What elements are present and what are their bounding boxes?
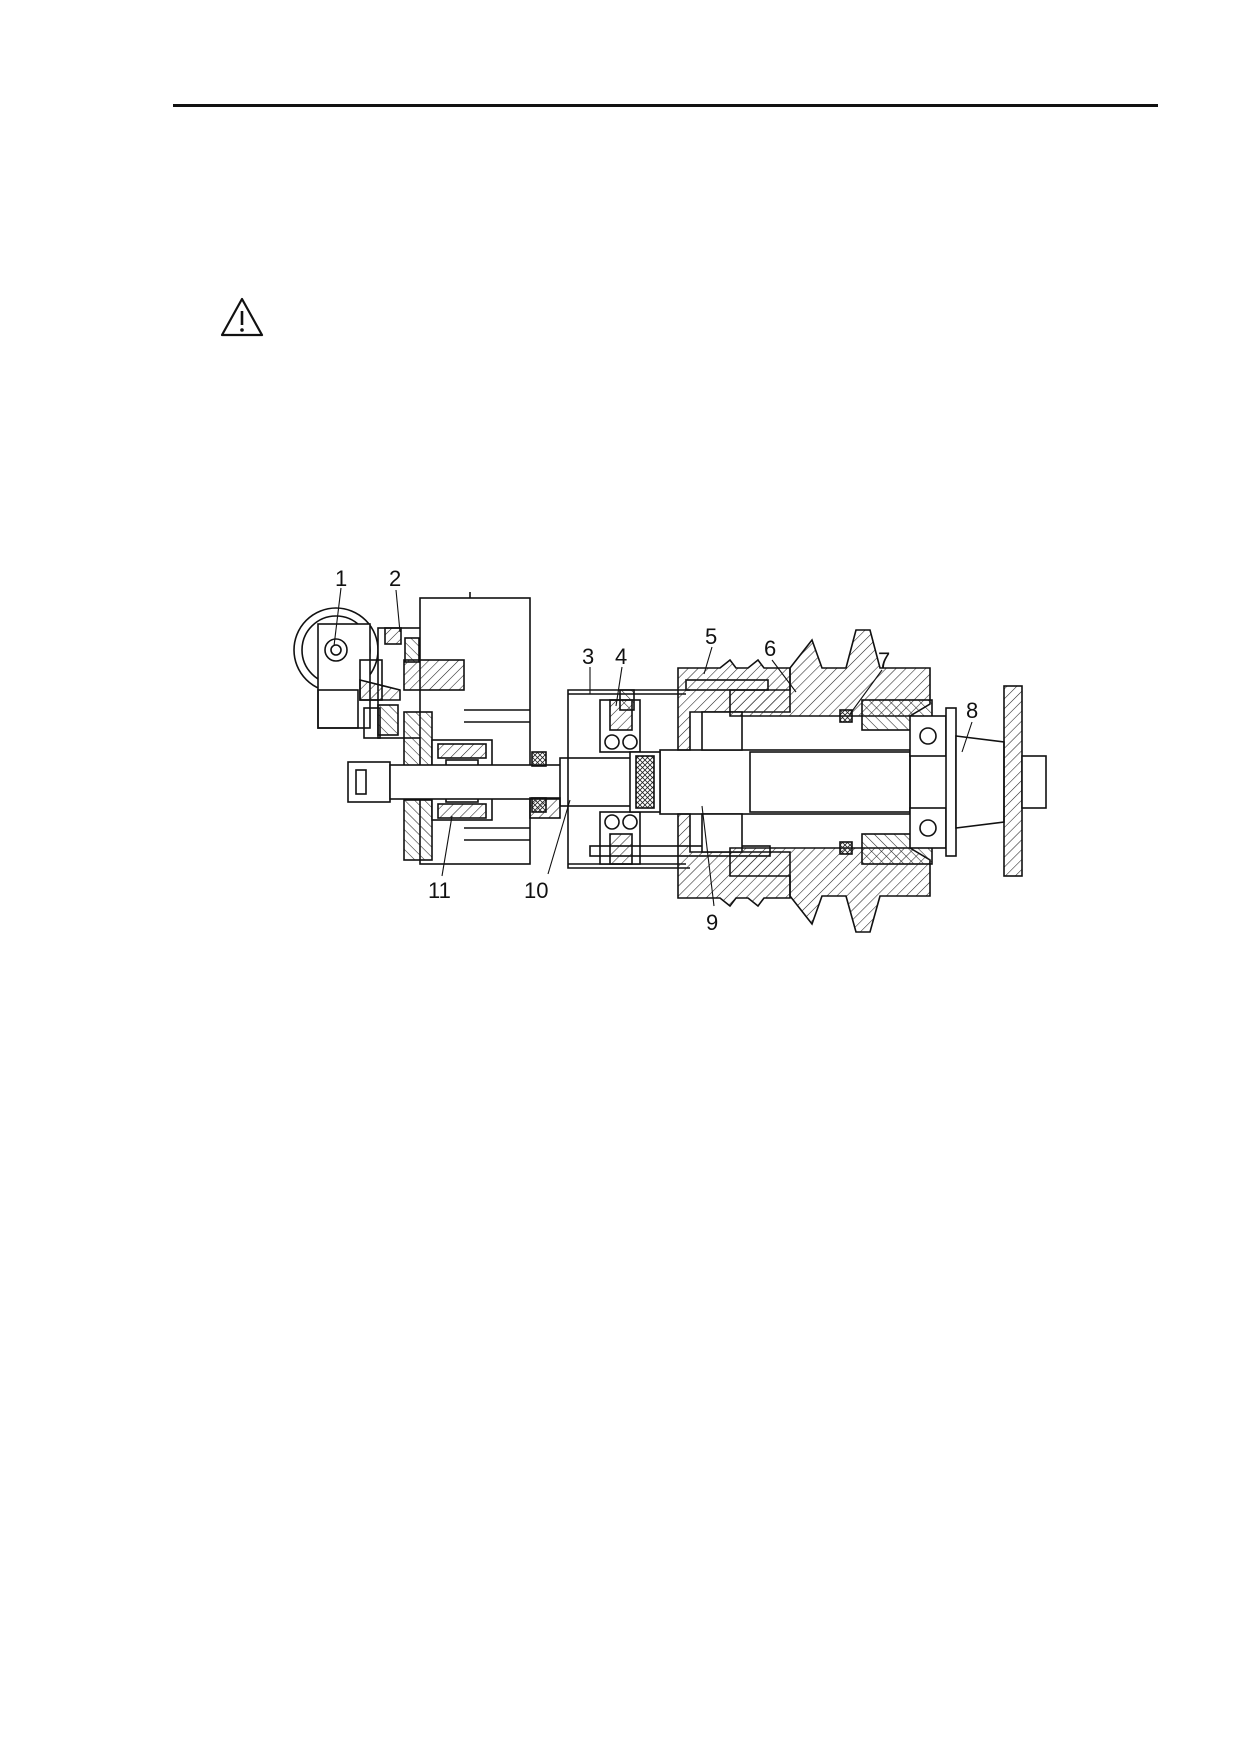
callout-4: 4 [615, 644, 627, 669]
callout-1: 1 [335, 566, 347, 591]
main-shaft-part [389, 749, 911, 815]
double-pulley-part [729, 629, 933, 933]
callout-11: 11 [428, 878, 451, 903]
drawing-body [293, 592, 1047, 933]
callout-5: 5 [705, 624, 717, 649]
callout-6: 6 [764, 636, 776, 661]
warning-triangle-icon [220, 297, 264, 337]
callout-3: 3 [582, 644, 594, 669]
callout-8: 8 [966, 698, 978, 723]
callout-10: 10 [524, 878, 548, 903]
main-housing-part [403, 592, 531, 865]
shaft-left-end [347, 761, 391, 803]
flange-part [955, 685, 1047, 877]
shaft-sleeve-part [529, 797, 561, 819]
callout-2: 2 [389, 566, 401, 591]
leader-lines [333, 587, 973, 907]
callout-7: 7 [878, 648, 890, 673]
header-rule [173, 104, 1158, 107]
callout-9: 9 [706, 910, 718, 935]
bracket-block-part [359, 627, 425, 739]
bearing-set-part [599, 689, 661, 865]
right-bearing-part [909, 707, 957, 857]
roller-wheel-part [293, 607, 379, 729]
